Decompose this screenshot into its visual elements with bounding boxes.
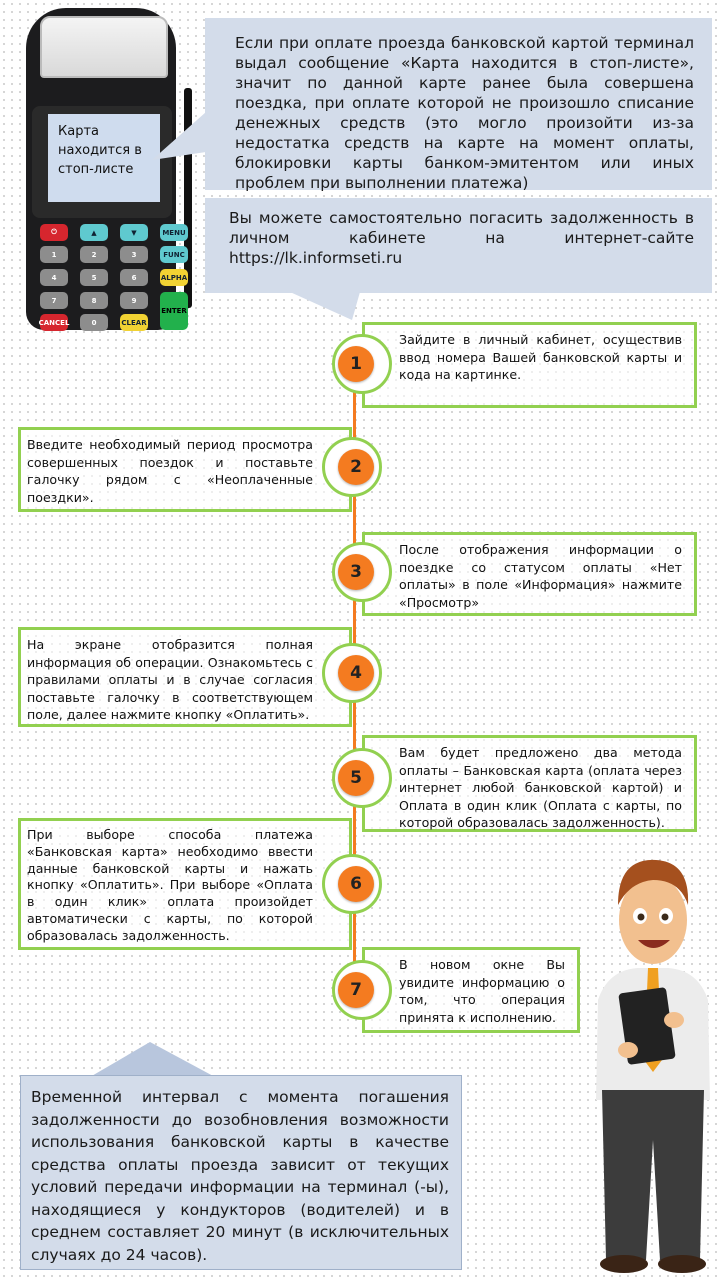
step-text: Зайдите в личный кабинет, осуществив вво… [399, 332, 682, 382]
step-3-number: 3 [338, 554, 374, 590]
terminal-key: FUNC [160, 246, 188, 263]
terminal-key: 2 [80, 246, 108, 263]
terminal-key: 7 [40, 292, 68, 309]
stop-list-explanation-text: Если при оплате проезда банковской карто… [235, 34, 694, 192]
step-7-box [362, 947, 580, 1033]
terminal-key: ▼ [120, 224, 148, 241]
step-text: При выборе способа платежа «Банковская к… [27, 827, 313, 943]
terminal-key: CLEAR [120, 314, 148, 331]
terminal-screen-text: Карта находится в стоп-листе [58, 124, 142, 177]
step-1-number: 1 [338, 346, 374, 382]
step-3-box [362, 532, 697, 616]
step-7-number: 7 [338, 972, 374, 1008]
terminal-key: 3 [120, 246, 148, 263]
self-payment-callout: Вы можете самостоятельно погасить задолж… [205, 198, 712, 293]
step-4-number: 4 [338, 655, 374, 691]
restore-time-text: Временной интервал с момента погашения з… [31, 1088, 449, 1264]
step-2-number: 2 [338, 449, 374, 485]
step-5-number: 5 [338, 760, 374, 796]
terminal-key: ⏻ [40, 224, 68, 241]
step-text: Вам будет предложено два метода оплаты –… [399, 745, 682, 830]
step-6-number: 6 [338, 866, 374, 902]
step-text: В новом окне Вы увидите информацию о том… [399, 957, 565, 1025]
terminal-key: CANCEL [39, 314, 69, 331]
step-notch [332, 542, 392, 602]
terminal-key: 9 [120, 292, 148, 309]
self-payment-text: Вы можете самостоятельно погасить задолж… [229, 209, 694, 267]
step-4-box [18, 627, 352, 727]
step-5-box [362, 735, 697, 832]
terminal-key: 4 [40, 269, 68, 286]
businessman-illustration [596, 859, 710, 1273]
terminal-key: 6 [120, 269, 148, 286]
restore-time-note: Временной интервал с момента погашения з… [20, 1075, 462, 1270]
step-1-box [362, 322, 697, 408]
step-6-box [18, 818, 352, 950]
stop-list-explanation: Если при оплате проезда банковской карто… [205, 18, 712, 192]
step-text: Введите необходимый период просмотра сов… [27, 437, 313, 505]
step-text: На экране отобразится полная информация … [27, 637, 313, 722]
terminal-key: 8 [80, 292, 108, 309]
step-text: После отображения информации о поездке с… [399, 542, 682, 610]
terminal-screen: Карта находится в стоп-листе [48, 114, 160, 202]
terminal-key: MENU [160, 224, 188, 241]
terminal-key: 5 [80, 269, 108, 286]
terminal-key: ▲ [80, 224, 108, 241]
terminal-key: ALPHA [160, 269, 188, 286]
step-2-box [18, 427, 352, 512]
terminal-key: 0 [80, 314, 108, 331]
terminal-key: 1 [40, 246, 68, 263]
terminal-key: ENTER [160, 292, 188, 330]
